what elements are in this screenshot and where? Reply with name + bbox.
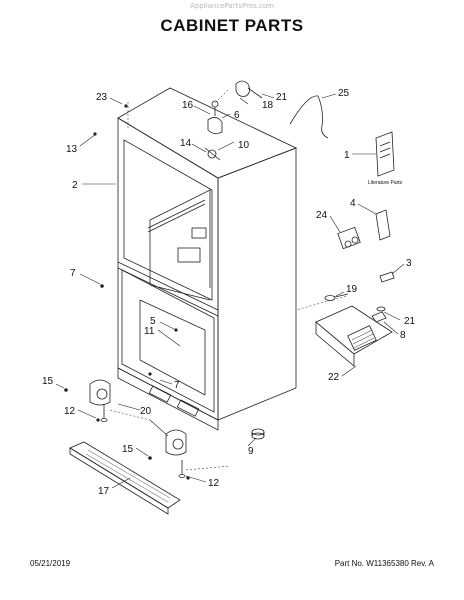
callout-15-right: 15: [122, 444, 134, 455]
watermark: AppliancePartsPros.com: [190, 2, 274, 10]
callout-20: 20: [140, 406, 152, 417]
leveling-foot: [251, 428, 265, 440]
callout-25: 25: [338, 88, 350, 99]
top-hinge-parts: [204, 80, 263, 161]
callout-17: 17: [98, 486, 110, 497]
footer-date: 05/21/2019: [30, 559, 71, 568]
toe-grille: [69, 441, 181, 515]
callout-21-right: 21: [404, 316, 416, 327]
page-title: CABINET PARTS: [160, 16, 304, 35]
rear-access-panel: [315, 305, 393, 367]
callout-14: 14: [180, 138, 192, 149]
water-tube: [289, 95, 329, 139]
callout-21-top: 21: [276, 92, 288, 103]
callout-16: 16: [182, 100, 194, 111]
callout-12-left: 12: [64, 406, 76, 417]
callout-23: 23: [96, 92, 108, 103]
callout-10: 10: [238, 140, 250, 151]
callout-12-right: 12: [208, 478, 220, 489]
literature-parts: [375, 131, 395, 177]
callout-7-upper: 7: [70, 268, 76, 279]
literature-parts-label: Literature Parts: [368, 180, 403, 186]
cabinet-body: [117, 87, 298, 431]
callout-13: 13: [66, 144, 78, 155]
footer-part-number: Part No. W11365380 Rev. A: [334, 559, 434, 568]
callout-11: 11: [144, 326, 155, 337]
callout-8: 8: [400, 330, 406, 341]
callout-1: 1: [344, 150, 350, 161]
callout-3: 3: [406, 258, 412, 269]
callout-2: 2: [72, 180, 78, 191]
roller-assembly-left: [89, 379, 111, 422]
callout-5: 5: [150, 316, 156, 327]
small-hardware: [324, 293, 387, 323]
callout-15-left: 15: [42, 376, 54, 387]
callout-4: 4: [350, 198, 356, 209]
clip-part: [379, 271, 395, 283]
bracket-part: [375, 209, 391, 241]
callout-22: 22: [328, 372, 340, 383]
callout-18: 18: [262, 100, 274, 111]
callout-6: 6: [234, 110, 240, 121]
callout-19: 19: [346, 284, 358, 295]
valve-assembly: [337, 226, 361, 250]
callout-9: 9: [248, 446, 254, 457]
callout-24: 24: [316, 210, 328, 221]
callout-7-lower: 7: [174, 380, 180, 391]
roller-assembly-right: [165, 429, 187, 478]
